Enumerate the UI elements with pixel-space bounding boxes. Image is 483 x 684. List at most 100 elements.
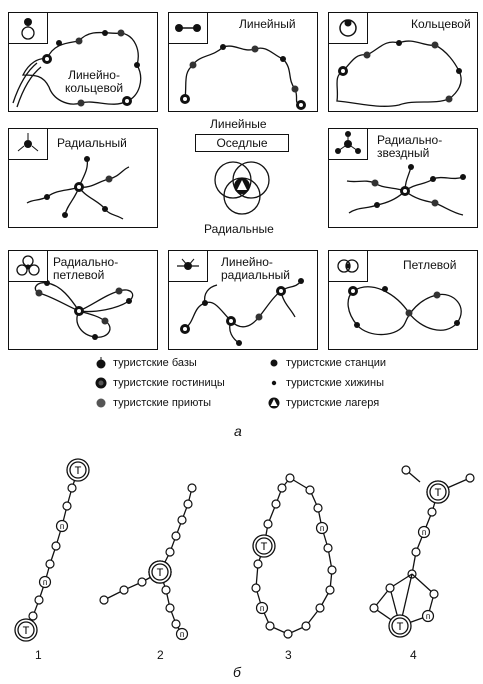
hut-node <box>183 499 193 509</box>
base-node-label: Т <box>435 487 442 499</box>
route-map-petlevoy <box>347 286 462 336</box>
legend-label: туристские станции <box>286 357 387 369</box>
scheme-number-4: 4 <box>410 648 417 662</box>
legend-label: туристские хижины <box>286 377 384 389</box>
shelter-node <box>417 525 431 539</box>
panel-title: Радиальный <box>57 136 127 150</box>
shelter-node-label: п <box>43 578 47 587</box>
inset-symbol <box>329 13 368 44</box>
panel-lineiny: Линейный <box>168 12 318 112</box>
shelter-node-label: п <box>320 524 324 533</box>
legend-label: туристские гостиницы <box>113 377 225 389</box>
legend-camps: туристские лагеря <box>268 397 379 409</box>
hut-node <box>369 603 379 613</box>
hut-node <box>301 621 311 631</box>
shelter-node-label: п <box>426 612 430 621</box>
hut-node <box>265 621 275 631</box>
shelter-node <box>421 609 435 623</box>
hut-node <box>263 519 273 529</box>
route-map-radialno-zvezdny <box>346 164 466 216</box>
panel-title: Линейный <box>239 17 296 31</box>
hut-node <box>177 515 187 525</box>
panel-title: Линейно- кольцевой <box>65 68 124 95</box>
caption-b: б <box>233 664 241 680</box>
base-node-inner <box>151 563 169 581</box>
hut-node <box>187 483 197 493</box>
inset-symbol <box>169 13 208 44</box>
base-node-inner <box>17 621 35 639</box>
shelter-node-label: п <box>60 522 64 531</box>
hut-node <box>171 619 181 629</box>
route-map-radialny <box>26 156 130 220</box>
camp-icon <box>268 397 280 409</box>
hut-node <box>161 585 171 595</box>
route-map-lineino-radialny <box>180 278 304 346</box>
hut-node <box>67 483 77 493</box>
scheme-number-2: 2 <box>157 648 164 662</box>
hut-node <box>411 547 421 557</box>
hut-node <box>323 543 333 553</box>
hut-node <box>401 465 411 475</box>
scheme-number-3: 3 <box>285 648 292 662</box>
hut-node <box>171 531 181 541</box>
route-map-lineino-koltsevoy <box>12 29 142 108</box>
panel-title: Радиально- звездный <box>377 133 443 160</box>
hut-node <box>62 501 72 511</box>
inset-symbol <box>169 251 208 282</box>
panel-radialno-petlevoy: Радиально- петлевой <box>8 250 158 350</box>
hut-node <box>327 565 337 575</box>
hut-node <box>277 483 287 493</box>
hut-node <box>465 473 475 483</box>
panel-radialno-zvezdny: Радиально- звездный <box>328 128 478 228</box>
base-node-label: Т <box>157 567 164 579</box>
panel-radialny: Радиальный <box>8 128 158 228</box>
legend-label: туристские лагеря <box>286 397 380 409</box>
hut-node <box>45 559 55 569</box>
center-box-osedlye: Оседлые <box>195 134 289 152</box>
hut-node <box>315 603 325 613</box>
shelter-node <box>38 575 52 589</box>
inset-symbol <box>9 251 48 282</box>
shelter-node <box>255 601 269 615</box>
panel-title: Радиально- петлевой <box>53 255 119 282</box>
route-map-koltsevoy <box>336 40 462 107</box>
inset-symbol <box>329 251 368 282</box>
legend-label: туристские базы <box>113 357 197 369</box>
legend-stations: туристские станции <box>268 357 386 369</box>
caption-a: а <box>234 423 242 439</box>
venn-diagram <box>214 161 270 215</box>
legend-label: туристские приюты <box>113 397 212 409</box>
panel-title: Петлевой <box>403 258 457 272</box>
shelter-icon <box>96 398 106 408</box>
shelter-node <box>55 519 69 533</box>
hut-node <box>271 499 281 509</box>
hut-node <box>283 629 293 639</box>
route-map-radialno-petlevoy <box>34 280 134 340</box>
network-schemes: ТппТТТТпппТТппТТ <box>14 458 475 642</box>
hut-node <box>251 583 261 593</box>
base-node-inner <box>429 483 447 501</box>
hut-node <box>51 541 61 551</box>
hut-node <box>165 547 175 557</box>
panel-lineino-radialny: Линейно- радиальный <box>168 250 318 350</box>
hut-node <box>285 473 295 483</box>
shelter-node-label: п <box>260 604 264 613</box>
panel-title: Кольцевой <box>411 17 471 31</box>
hut-node <box>325 585 335 595</box>
base-node-label: Т <box>23 625 30 637</box>
inset-symbol <box>329 129 368 160</box>
hut-node <box>28 611 38 621</box>
base-node-label: Т <box>261 541 268 553</box>
panel-lineino-koltsevoy: Линейно- кольцевой <box>8 12 158 112</box>
hut-node <box>385 583 395 593</box>
inset-symbol <box>9 129 48 160</box>
center-label-lineinye: Линейные <box>210 117 267 131</box>
legend-huts: туристские хижины <box>268 377 384 389</box>
panel-title: Линейно- радиальный <box>221 255 290 282</box>
shelter-node-label: п <box>422 528 426 537</box>
inset-symbol <box>9 13 48 44</box>
base-node-label: Т <box>397 621 404 633</box>
hut-node <box>137 577 147 587</box>
hut-icon <box>271 380 277 386</box>
shelter-node <box>175 627 189 641</box>
